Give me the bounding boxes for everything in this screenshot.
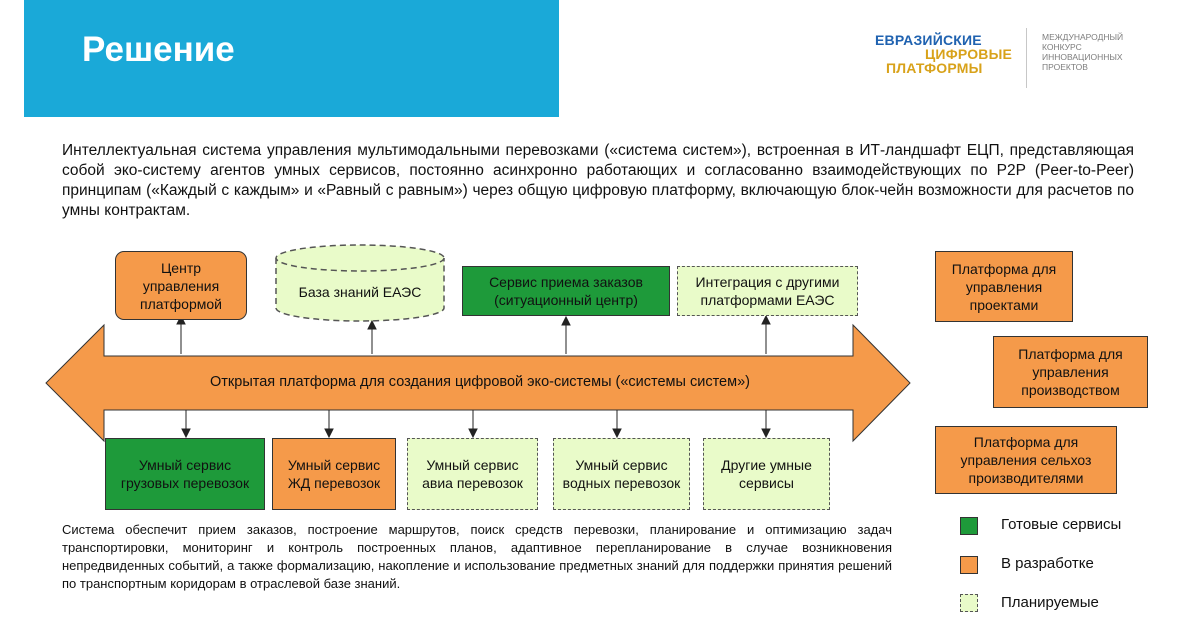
agro-platform-label: Платформа для управления сельхоз произво… <box>960 434 1092 486</box>
legend-ready-label: Готовые сервисы <box>1001 516 1122 533</box>
page-title: Решение <box>82 30 235 69</box>
connector-arrowhead <box>181 428 191 439</box>
logo-line-3: ПЛАТФОРМЫ <box>886 60 983 76</box>
water-service-label: Умный сервис водных перевозок <box>562 457 681 491</box>
legend-planned-swatch <box>960 594 978 612</box>
connector-arrowhead <box>761 428 771 439</box>
integration-label: Интеграция с другими платформами ЕАЭС <box>695 274 840 308</box>
order-service-label: Сервис приема заказов (ситуационный цент… <box>489 274 643 308</box>
legend-ready-swatch <box>960 517 978 535</box>
cargo-service-label: Умный сервис грузовых перевозок <box>120 457 250 491</box>
logo-caption-line: ИННОВАЦИОННЫХ <box>1042 52 1123 62</box>
legend-in-dev-swatch <box>960 556 978 574</box>
platform-arrow-label: Открытая платформа для создания цифровой… <box>210 374 750 390</box>
other-services-label: Другие умные сервисы <box>721 457 812 491</box>
logo-line-1: ЕВРАЗИЙСКИЕ <box>875 32 982 48</box>
rail-service-box: Умный сервис ЖД перевозок <box>272 438 396 510</box>
platform-arrow <box>45 323 911 443</box>
agro-platform-box: Платформа для управления сельхоз произво… <box>935 426 1117 494</box>
production-platform-label: Платформа для управления производством <box>1018 346 1123 398</box>
header-band: Решение <box>24 0 559 117</box>
water-service-box: Умный сервис водных перевозок <box>553 438 690 510</box>
outro-paragraph: Система обеспечит прием заказов, построе… <box>62 522 892 591</box>
integration-box: Интеграция с другими платформами ЕАЭС <box>677 266 858 316</box>
projects-platform-box: Платформа для управления проектами <box>935 251 1073 322</box>
avia-service-box: Умный сервис авиа перевозок <box>407 438 538 510</box>
legend-in-dev-label: В разработке <box>1001 555 1094 572</box>
connector-arrowhead <box>761 314 771 325</box>
connector-arrowhead <box>176 314 186 325</box>
logo-caption: МЕЖДУНАРОДНЫЙ КОНКУРС ИННОВАЦИОННЫХ ПРОЕ… <box>1042 32 1152 72</box>
connector-arrowhead <box>468 428 478 439</box>
logo-divider <box>1026 28 1027 88</box>
logo: ЕВРАЗИЙСКИЕ ЦИФРОВЫЕ ПЛАТФОРМЫ МЕЖДУНАРО… <box>860 22 1160 92</box>
rail-service-label: Умный сервис ЖД перевозок <box>287 457 381 491</box>
production-platform-box: Платформа для управления производством <box>993 336 1148 408</box>
projects-platform-label: Платформа для управления проектами <box>951 260 1057 313</box>
order-service-box: Сервис приема заказов (ситуационный цент… <box>462 266 670 316</box>
knowledge-base-cylinder <box>275 244 445 322</box>
knowledge-base-box: База знаний ЕАЭС <box>292 270 428 314</box>
connector-arrowhead <box>612 428 622 439</box>
cargo-service-box: Умный сервис грузовых перевозок <box>105 438 265 510</box>
avia-service-label: Умный сервис авиа перевозок <box>422 457 523 491</box>
logo-caption-line: МЕЖДУНАРОДНЫЙ <box>1042 32 1124 42</box>
legend-planned-label: Планируемые <box>1001 594 1099 611</box>
connector-arrowhead <box>561 315 571 326</box>
logo-caption-line: ПРОЕКТОВ <box>1042 62 1088 72</box>
logo-line-2: ЦИФРОВЫЕ <box>925 46 1013 62</box>
connector-arrowhead <box>367 319 377 330</box>
connector-arrowhead <box>324 428 334 439</box>
knowledge-base-label: База знаний ЕАЭС <box>298 284 422 300</box>
intro-paragraph: Интеллектуальная система управления муль… <box>62 142 1134 219</box>
other-services-box: Другие умные сервисы <box>703 438 830 510</box>
logo-caption-line: КОНКУРС <box>1042 42 1082 52</box>
control-center-box: Центр управления платформой <box>115 251 247 320</box>
control-center-label: Центр управления платформой <box>140 259 222 312</box>
